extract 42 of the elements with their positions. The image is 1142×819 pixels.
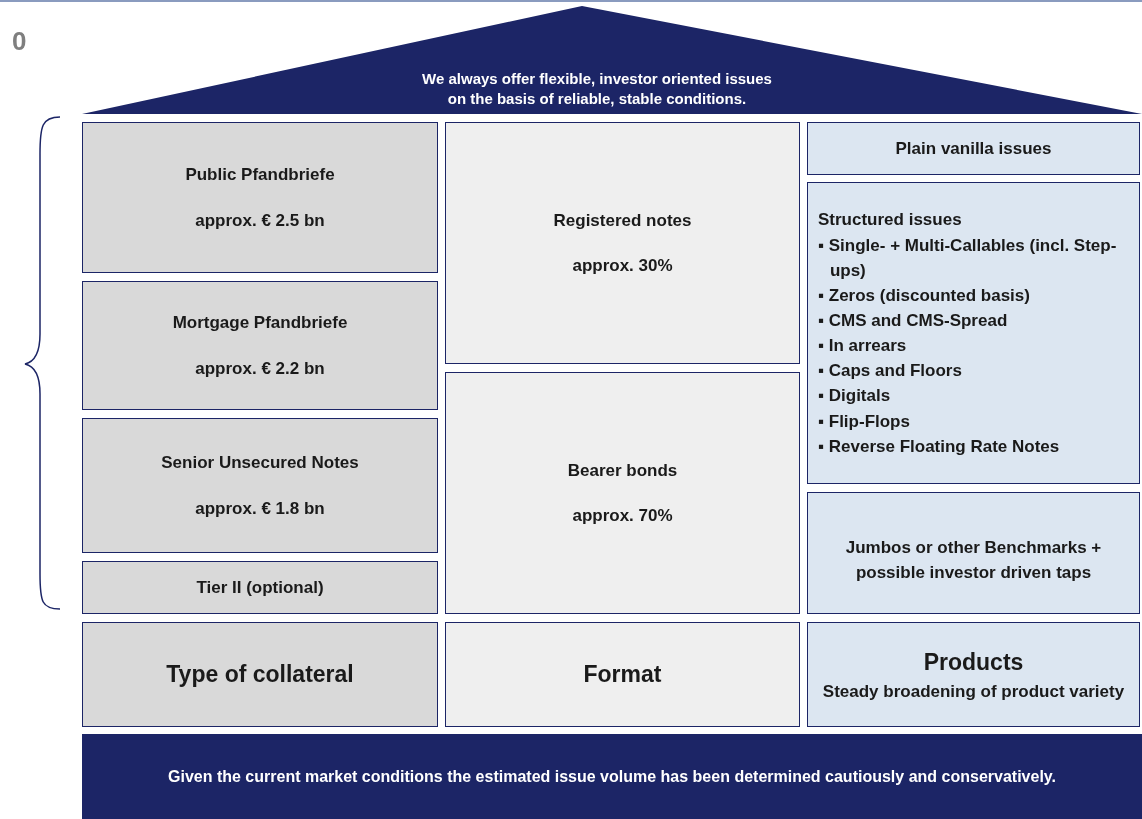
format-box [445, 372, 800, 614]
box-subtitle: approx. 30% [571, 255, 674, 277]
box-title: Type of collateral [165, 660, 355, 690]
collateral-box [82, 281, 438, 410]
bullet-item: ▪ Caps and Floors [818, 360, 963, 383]
box-subtitle: approx. € 2.5 bn [194, 209, 326, 232]
box-subtitle: Steady broadening of product variety [821, 681, 1126, 703]
collateral-box [82, 418, 438, 553]
box-title: Structured issues [818, 209, 963, 232]
column-heading-box [82, 622, 438, 727]
box-title: Mortgage Pfandbriefe [171, 312, 349, 334]
collateral-box [82, 122, 438, 273]
box-title: Jumbos or other Benchmarks + possible investor driven taps [844, 536, 1103, 584]
box-title: Public Pfandbriefe [184, 164, 336, 186]
box-title: Bearer bonds [566, 459, 679, 482]
box-title: Registered notes [552, 209, 693, 232]
box-title: Senior Unsecured Notes [160, 452, 360, 474]
bullet-item: ▪ Digitals [818, 385, 892, 408]
box-title: Products [922, 647, 1025, 677]
box-subtitle: approx. 70% [571, 505, 674, 527]
product-box [807, 122, 1140, 175]
column-heading-box [807, 622, 1140, 727]
box-subtitle: approx. € 2.2 bn [194, 357, 326, 380]
collateral-box [82, 561, 438, 614]
bullet-item: ▪ Reverse Floating Rate Notes [818, 435, 1061, 458]
corner-number: 0 [12, 26, 27, 57]
roof-text: We always offer flexible, investor oriented issues on the basis of reliable, stable conditions. [421, 69, 773, 108]
bullet-item: ▪ Flip-Flops [818, 410, 911, 433]
box-title: Format [582, 660, 663, 690]
footer-banner [82, 734, 1142, 819]
bullet-item: ▪ Zeros (discounted basis) [818, 284, 1031, 307]
product-box [807, 492, 1140, 614]
bullet-item: ▪ Single- + Multi-Callables (incl. Step-ups) [818, 234, 1118, 282]
box-title: Tier II (optional) [195, 576, 325, 599]
footer-text: Given the current market conditions the estimated issue volume has been determined cautiously and conservatively. [167, 766, 1057, 787]
box-title: Plain vanilla issues [894, 137, 1053, 160]
column-heading-box [445, 622, 800, 727]
format-box [445, 122, 800, 364]
product-box [807, 182, 1140, 484]
bullet-item: ▪ In arrears [818, 335, 908, 358]
box-subtitle: approx. € 1.8 bn [194, 497, 326, 520]
bullet-item: ▪ CMS and CMS-Spread [818, 310, 1009, 332]
